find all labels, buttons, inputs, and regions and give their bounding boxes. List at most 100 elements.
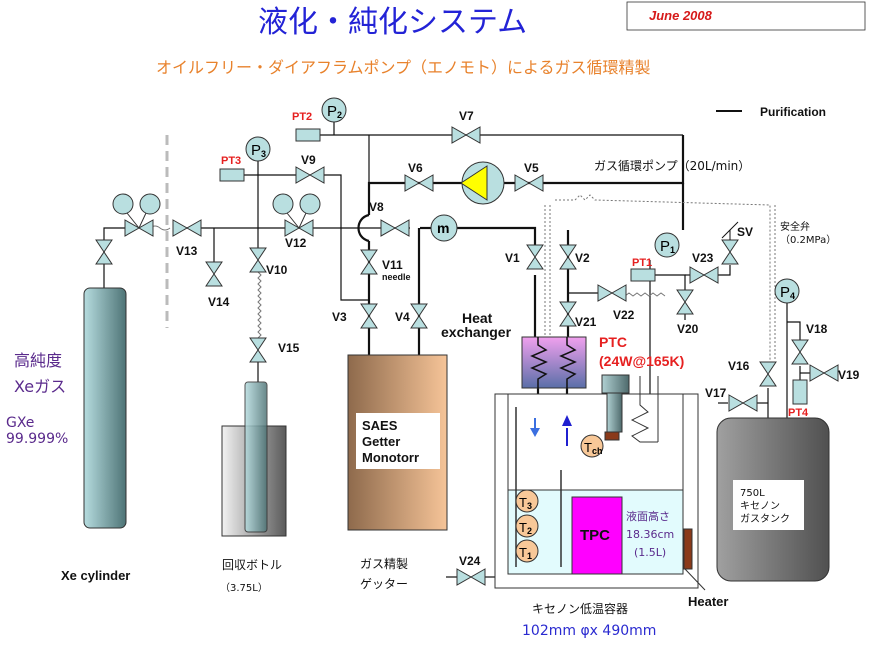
valve-v11[interactable] (360, 249, 378, 275)
valve-v17[interactable] (728, 394, 758, 412)
temp-sensor-tch[interactable]: T ch (580, 434, 604, 458)
pressure-transducer-pt2[interactable] (295, 128, 321, 142)
page-subtitle: オイルフリー・ダイアフラムポンプ（エノモト）によるガス循環精製 (156, 58, 651, 77)
label-v18: V18 (806, 322, 828, 336)
purity-label-1: 高純度 (14, 351, 62, 370)
regulator-gauges (112, 193, 321, 229)
gxe-label-2: 99.999% (6, 431, 68, 447)
valve-v1[interactable] (526, 244, 544, 270)
valve-v20[interactable] (676, 289, 694, 315)
valve-cylinder-regulator[interactable] (124, 219, 154, 237)
cylinder-label: Xe cylinder (61, 568, 130, 583)
valve-v14[interactable] (205, 261, 223, 287)
label-v5: V5 (524, 161, 539, 175)
valve-v2[interactable] (559, 244, 577, 270)
svg-text:P: P (251, 142, 261, 159)
gauge-icon (272, 193, 294, 215)
label-v6: V6 (408, 161, 423, 175)
valve-sv[interactable] (721, 221, 739, 265)
label-v14: V14 (208, 295, 230, 309)
page-title: 液化・純化システム (258, 5, 527, 40)
level-label-2: 18.36cm (626, 528, 674, 541)
valve-v16[interactable] (759, 361, 777, 387)
valve-v18[interactable] (791, 339, 809, 365)
valve-v13[interactable] (172, 219, 202, 237)
valve-v6[interactable] (404, 174, 434, 192)
ptc-head (601, 374, 630, 394)
ptc-coldhead (604, 431, 620, 441)
vessel-label: キセノン低温容器 (532, 601, 628, 616)
gauge-icon (139, 193, 161, 215)
heater-coil-icon (630, 376, 658, 443)
valve-v8-inline[interactable] (380, 219, 410, 237)
valve-v21[interactable] (559, 301, 577, 327)
heat-exchanger-label-1: Heat (462, 310, 493, 326)
label-v11-needle: needle (382, 272, 411, 282)
label-v9: V9 (301, 153, 316, 167)
label-v20: V20 (677, 322, 699, 336)
pressure-transducer-pt4[interactable] (792, 379, 808, 405)
temp-sensor-t2[interactable]: T 2 (515, 514, 539, 538)
valve-v22[interactable] (597, 284, 627, 302)
pt4-label: PT4 (788, 407, 809, 419)
valve-v23[interactable] (689, 266, 719, 284)
pressure-gauge-p2[interactable]: P 2 (321, 97, 347, 123)
valve-v9[interactable] (295, 166, 325, 184)
valve-v12[interactable] (284, 219, 314, 237)
pressure-gauge-p1[interactable]: P 1 (654, 232, 680, 258)
pressure-transducer-pt1[interactable] (630, 268, 656, 282)
heater-label: Heater (688, 594, 728, 609)
svg-text:3: 3 (261, 149, 266, 159)
hx-coil-icon (559, 337, 577, 388)
gxe-label-1: GXe (6, 415, 34, 431)
valve-v3[interactable] (360, 303, 378, 329)
level-label-3: (1.5L) (634, 546, 666, 559)
tpc-detector (571, 496, 623, 575)
pressure-transducer-pt3[interactable] (219, 168, 245, 182)
label-v24: V24 (459, 554, 481, 568)
pump-label: ガス循環ポンプ（20L/min） (594, 159, 750, 173)
svg-text:2: 2 (527, 526, 532, 536)
label-v12: V12 (285, 236, 307, 250)
getter-label-1: SAES (362, 418, 398, 433)
pressure-gauge-p3[interactable]: P 3 (245, 136, 271, 162)
valve-v4[interactable] (410, 303, 428, 329)
svg-text:T: T (519, 495, 527, 510)
valve-v15[interactable] (249, 337, 267, 363)
temp-sensor-t1[interactable]: T 1 (515, 539, 539, 563)
mass-flow-meter[interactable]: m (430, 214, 458, 242)
tank-label-2: キセノン (740, 500, 780, 512)
pt3-label: PT3 (221, 155, 241, 167)
hx-coil-icon (530, 337, 548, 388)
tank-label-box (733, 480, 804, 530)
label-v8: V8 (369, 200, 384, 214)
valve-v24[interactable] (456, 568, 486, 586)
svg-text:1: 1 (670, 245, 675, 255)
valve-v10[interactable] (249, 247, 267, 273)
level-label-1: 液面高さ (626, 509, 670, 523)
label-sv: SV (737, 225, 753, 239)
getter-label-box (356, 413, 440, 469)
gauge-icon (299, 193, 321, 215)
gas-getter-label-2: ゲッター (360, 577, 408, 591)
recovery-bottle (244, 381, 268, 533)
flow-arrow-down-icon (530, 418, 540, 437)
valve-v7[interactable] (451, 126, 481, 144)
label-v17: V17 (705, 386, 727, 400)
svg-text:3: 3 (527, 501, 532, 511)
temp-sensor-t3[interactable]: T 3 (515, 489, 539, 513)
bottle-label-2: （3.75L） (220, 582, 268, 594)
valve-cylinder[interactable] (95, 239, 113, 265)
vessel-size-label: 102mm φx 490mm (522, 623, 656, 639)
svg-text:2: 2 (337, 110, 342, 120)
diaphragm-pump[interactable] (460, 161, 505, 205)
gauge-icon (112, 193, 134, 215)
date-label: June 2008 (649, 8, 713, 23)
tpc-label: TPC (580, 527, 610, 544)
valve-v5[interactable] (514, 174, 544, 192)
valve-v19[interactable] (809, 364, 839, 382)
valve-labels: V7 V6 V5 V9 V8 V13 V12 V10 V14 V15 V11 n… (176, 109, 860, 568)
pressure-gauge-p4[interactable]: P 4 (774, 278, 800, 304)
date-box (626, 1, 866, 31)
